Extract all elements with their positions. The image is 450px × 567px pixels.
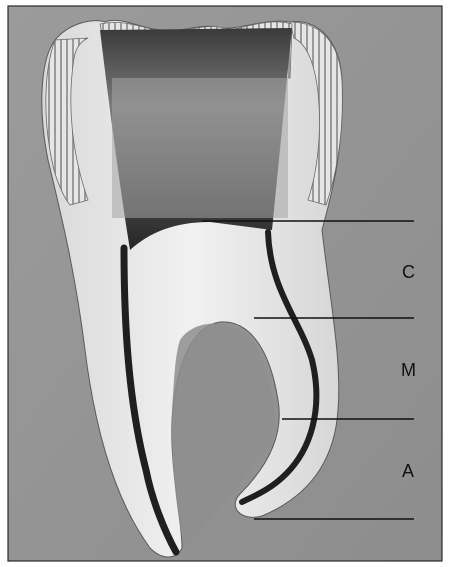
pulp-chamber-highlight	[112, 78, 288, 218]
label-m: M	[401, 360, 417, 380]
label-a: A	[402, 461, 415, 481]
label-c: C	[402, 262, 416, 282]
